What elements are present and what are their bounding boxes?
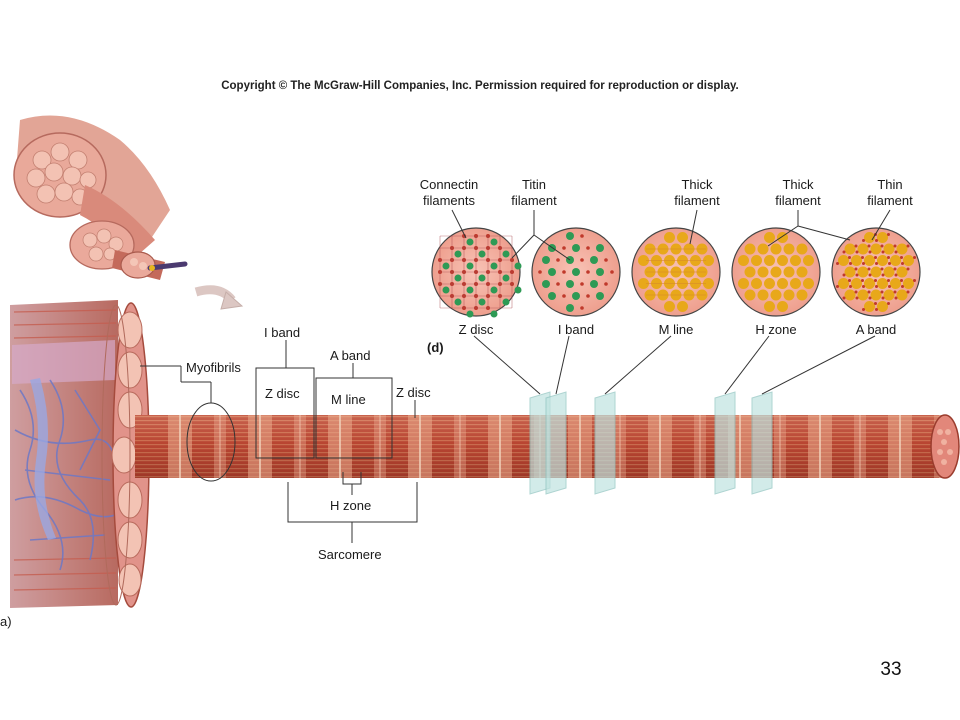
myofibrils-label: Myofibrils (186, 360, 241, 375)
cross-section-label: M line (659, 322, 694, 337)
h-zone-label: H zone (330, 498, 371, 513)
thick-filament-label-1-line1: Thick (681, 177, 713, 192)
slide-number: 33 (880, 659, 902, 680)
myofibrils-callout: Myofibrils (140, 360, 241, 482)
section-leader-line (473, 335, 541, 395)
cross-section-h-zone: H zone (731, 227, 821, 337)
copyright-notice: Copyright © The McGraw-Hill Companies, I… (221, 80, 739, 92)
thick-filament-label-1-line2: filament (674, 193, 720, 208)
section-plane (714, 391, 736, 495)
titin-filament-label-line1: Titin (522, 177, 546, 192)
muscle-bundle-illustration (13, 115, 244, 310)
thick-filament-label-2-line1: Thick (782, 177, 814, 192)
section-leader-line (761, 335, 876, 395)
panel-a-label: a) (0, 614, 12, 629)
section-leader-line (555, 335, 570, 395)
cross-section-i-band: I band (531, 227, 621, 337)
cross-section-z-disc: Z disc (431, 227, 522, 337)
muscle-fiber-cylinder (10, 300, 150, 608)
sarcomere-labels: I band A band Z disc M line Z disc H zon… (0, 325, 431, 629)
thick-filament-label-2-line2: filament (775, 193, 821, 208)
cross-section-label: I band (558, 322, 594, 337)
titin-filament-label-line2: filament (511, 193, 557, 208)
cross-section-label: Z disc (459, 322, 494, 337)
sarcomere-annotations (255, 340, 418, 543)
cross-section-label: H zone (755, 322, 796, 337)
filament-leader-lines (451, 209, 891, 261)
section-plane (751, 391, 773, 495)
i-band-label: I band (264, 325, 300, 340)
thin-filament-label-line1: Thin (877, 177, 902, 192)
section-leader-line (604, 335, 672, 395)
m-line-label: M line (331, 392, 366, 407)
z-disc-right-label: Z disc (396, 385, 431, 400)
cross-section-a-band: A band (831, 227, 921, 337)
section-leader-line (724, 335, 770, 395)
connectin-filaments-label-line2: filaments (423, 193, 476, 208)
section-plane (545, 391, 567, 495)
section-plane (594, 391, 616, 495)
cross-section-panel: Z disc I band M line H zone A band (431, 227, 921, 337)
z-disc-left-label: Z disc (265, 386, 300, 401)
cross-section-label: A band (856, 322, 897, 337)
filament-labels: Connectin filaments Titin filament Thick… (420, 177, 913, 208)
cross-section-m-line: M line (631, 227, 721, 337)
panel-d-label: (d) (427, 340, 444, 355)
thin-filament-label-line2: filament (867, 193, 913, 208)
sarcomere-label: Sarcomere (318, 547, 382, 562)
section-planes (473, 335, 876, 495)
connectin-filaments-label-line1: Connectin (420, 177, 479, 192)
a-band-label: A band (330, 348, 371, 363)
